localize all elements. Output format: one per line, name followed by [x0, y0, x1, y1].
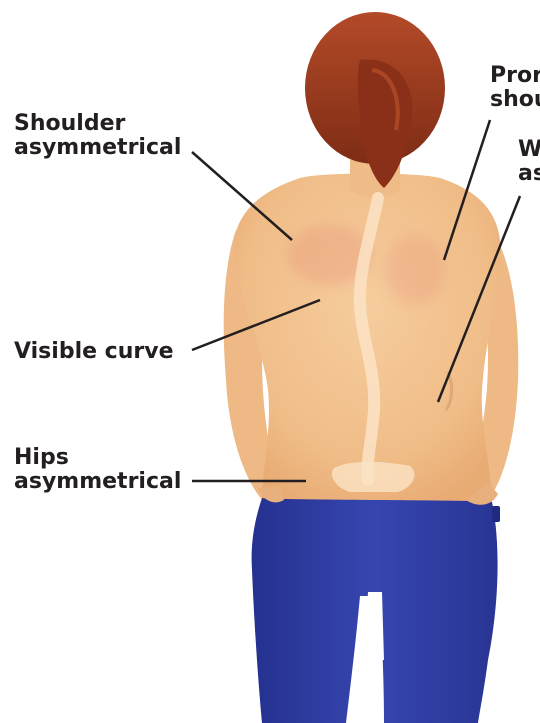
waist-asymmetrical-label: W as: [518, 138, 540, 186]
shoulder-label-line1: Shoulder: [14, 112, 181, 136]
waist-label-line2: as: [518, 162, 540, 186]
waist-label-line1: W: [518, 138, 540, 162]
shoulder-label-line2: asymmetrical: [14, 136, 181, 160]
visible-curve-label: Visible curve: [14, 340, 174, 364]
leg-gap: [364, 592, 384, 660]
prominent-shoulder-label-line2: shou: [490, 88, 540, 112]
hips-label-line2: asymmetrical: [14, 470, 181, 494]
prominent-shoulder-label: Pror shou: [490, 64, 540, 112]
prominent-shoulder-label-line1: Pror: [490, 64, 540, 88]
hips-label-line1: Hips: [14, 446, 181, 470]
sacrum: [332, 462, 414, 492]
visible-curve-label-line1: Visible curve: [14, 340, 174, 364]
shoulder-asymmetrical-label: Shoulder asymmetrical: [14, 112, 181, 160]
back-redness: [385, 235, 445, 305]
belt-loop: [492, 506, 500, 522]
hips-asymmetrical-label: Hips asymmetrical: [14, 446, 181, 494]
